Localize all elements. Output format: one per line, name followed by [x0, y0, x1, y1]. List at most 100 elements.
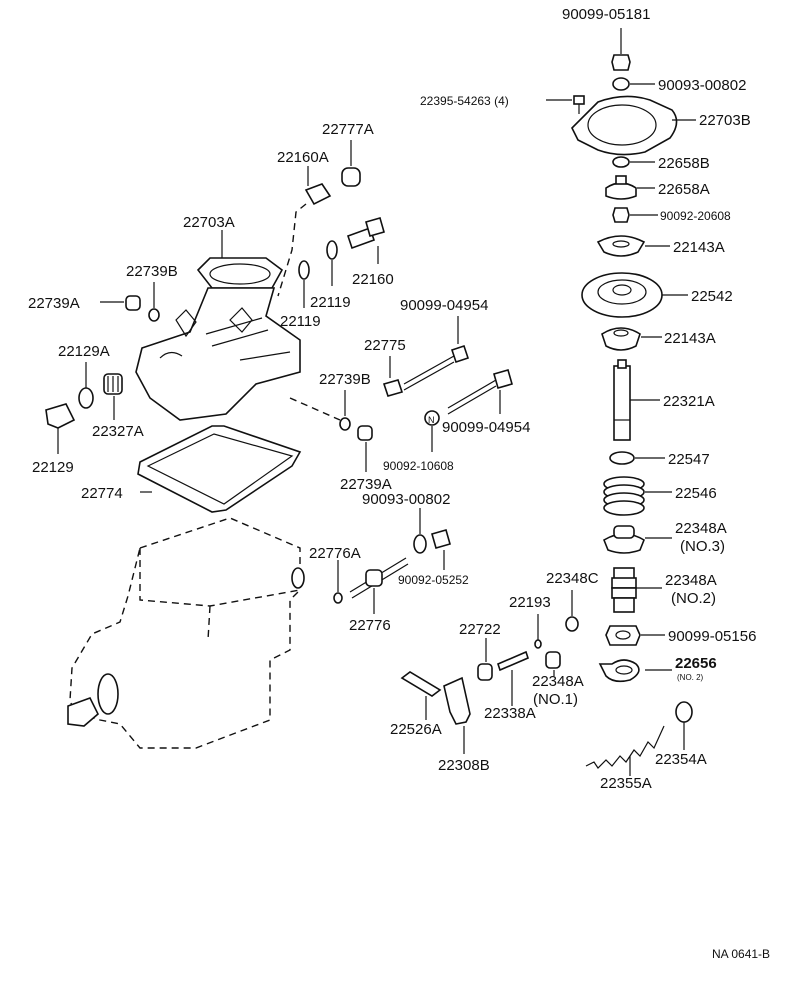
- label-22355A: 22355A: [600, 775, 652, 792]
- ball-22193: [534, 639, 542, 649]
- label-22739B-right: 22739B: [319, 371, 371, 388]
- label-22160: 22160: [352, 271, 394, 288]
- label-no1: (NO.1): [533, 691, 578, 708]
- screw-22160A: [304, 183, 332, 206]
- label-22775: 22775: [364, 337, 406, 354]
- label-22119-a: 22119: [310, 294, 351, 311]
- screw-22776: [365, 569, 383, 587]
- plate-22143A-lower: [601, 327, 641, 351]
- label-ref-code: NA 0641-B: [712, 947, 770, 961]
- label-22703B: 22703B: [699, 112, 751, 129]
- label-22739A-left: 22739A: [28, 295, 80, 312]
- pin-22338A: [497, 650, 529, 672]
- ring-22547: [609, 451, 635, 465]
- spring-22546: [603, 476, 645, 516]
- label-22776: 22776: [349, 617, 391, 634]
- label-22703A: 22703A: [183, 214, 235, 231]
- label-90093-00802-lower: 90093-00802: [362, 491, 450, 508]
- label-22658B: 22658B: [658, 155, 710, 172]
- clip-22776A: [333, 592, 343, 604]
- retainer-22658A: [605, 182, 637, 200]
- label-22656: 22656: [675, 655, 717, 672]
- label-22143A-lower: 22143A: [664, 330, 716, 347]
- plug-22739A-left: [125, 295, 141, 311]
- lever-22308B: [443, 676, 471, 725]
- label-22546: 22546: [675, 485, 717, 502]
- label-22129A: 22129A: [58, 343, 110, 360]
- label-90092-05252: 90092-05252: [398, 573, 469, 587]
- label-22193: 22193: [509, 594, 551, 611]
- label-22542: 22542: [691, 288, 733, 305]
- label-22656-no2: (NO. 2): [677, 673, 704, 682]
- label-22722: 22722: [459, 621, 501, 638]
- label-22160A: 22160A: [277, 149, 329, 166]
- seal-22119-b: [298, 260, 310, 280]
- label-90099-04954-b: 90099-04954: [442, 419, 530, 436]
- note-n-circle: [424, 410, 440, 426]
- label-22348A-no1: 22348A: [532, 673, 584, 690]
- plug-22129: [45, 403, 76, 429]
- washer-90093-00802: [612, 77, 630, 91]
- washer-22739B-left: [148, 308, 160, 322]
- label-22119-b: 22119: [280, 313, 321, 330]
- nut-90092-05252: [431, 529, 451, 549]
- governor-housing-group: [135, 230, 302, 513]
- right-column-parts: [546, 28, 696, 776]
- labels: 90099-05181 90093-00802 22395-54263 (4) …: [28, 6, 770, 961]
- label-90092-20608: 90092-20608: [660, 209, 731, 223]
- label-22321A: 22321A: [663, 393, 715, 410]
- washer-22129A: [78, 387, 94, 409]
- nut-22775: [382, 379, 404, 397]
- plug-22739A-right: [357, 425, 373, 441]
- label-22338A: 22338A: [484, 705, 536, 722]
- housing-body: [135, 287, 301, 421]
- lower-middle-parts: [333, 508, 579, 754]
- adjust-screws: [289, 316, 513, 472]
- label-22348C: 22348C: [546, 570, 599, 587]
- shaft-22321A: [613, 365, 631, 441]
- label-90092-10608: 90092-10608: [383, 459, 454, 473]
- left-plug-parts: [45, 282, 160, 454]
- screw-22395-54263: [573, 95, 585, 105]
- label-22327A: 22327A: [92, 423, 144, 440]
- spring-seat-22348A-no2: [611, 567, 637, 613]
- label-22776A: 22776A: [309, 545, 361, 562]
- label-22774: 22774: [81, 485, 123, 502]
- plate-22143A-upper: [596, 235, 646, 257]
- seat-22348A-no1: [545, 651, 561, 669]
- nut-90099-05156: [605, 625, 641, 646]
- washer-22739B-right: [339, 417, 351, 431]
- nut-90099-05181: [611, 54, 631, 71]
- cap-22354A: [675, 701, 693, 723]
- label-90099-04954-a: 90099-04954: [400, 297, 488, 314]
- gasket-22774: [137, 425, 302, 513]
- label-22739A-right: 22739A: [340, 476, 392, 493]
- wire-22355A: [585, 725, 665, 769]
- label-22777A: 22777A: [322, 121, 374, 138]
- label-22308B: 22308B: [438, 757, 490, 774]
- label-no3: (NO.3): [680, 538, 725, 555]
- label-22395-54263: 22395-54263 (4): [420, 94, 509, 108]
- bolt-22160: [346, 226, 376, 250]
- label-22526A: 22526A: [390, 721, 442, 738]
- label-22658A: 22658A: [658, 181, 710, 198]
- label-n-mark: N: [428, 415, 435, 425]
- label-22129: 22129: [32, 459, 74, 476]
- washer-90093-00802-lower: [413, 534, 427, 554]
- bushing-22722: [477, 663, 493, 681]
- label-90099-05156: 90099-05156: [668, 628, 756, 645]
- label-90099-05181: 90099-05181: [562, 6, 650, 23]
- label-22348A-no3: 22348A: [675, 520, 727, 537]
- label-22143A-upper: 22143A: [673, 239, 725, 256]
- nut-90092-20608: [612, 207, 630, 223]
- washer-22658B: [612, 156, 630, 168]
- label-22348A-no2: 22348A: [665, 572, 717, 589]
- label-22354A: 22354A: [655, 751, 707, 768]
- label-22739B-left: 22739B: [126, 263, 178, 280]
- label-no2: (NO.2): [671, 590, 716, 607]
- label-90093-00802: 90093-00802: [658, 77, 746, 94]
- pin-22526A: [400, 671, 442, 697]
- label-22547: 22547: [668, 451, 710, 468]
